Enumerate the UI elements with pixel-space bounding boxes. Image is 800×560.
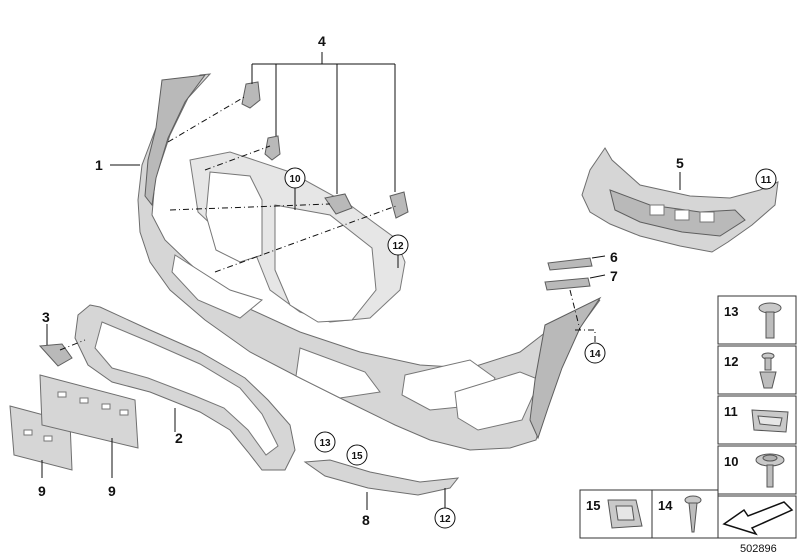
- trim-strip-8: [303, 459, 460, 496]
- self-tapping-screw-icon: [684, 495, 702, 533]
- clip-nut-icon: [607, 499, 643, 529]
- bumper-carrier: [581, 147, 779, 253]
- legend-label-10: 10: [724, 454, 738, 469]
- callout-3: 3: [42, 309, 50, 325]
- trim-strip-6: [547, 257, 593, 271]
- circled-callout-15: 15: [351, 451, 363, 462]
- circled-callout-11: 11: [761, 175, 772, 186]
- license-plate-bracket-front: [39, 374, 139, 449]
- fastener-legend: 13 12 11 10 15: [579, 295, 797, 539]
- callout-5: 5: [676, 155, 684, 171]
- leader-lines: [41, 52, 681, 510]
- callout-8: 8: [362, 512, 370, 528]
- trim-strip-7: [544, 277, 591, 291]
- callout-9-right: 9: [108, 483, 116, 499]
- callout-7: 7: [610, 268, 618, 284]
- callout-2: 2: [175, 430, 183, 446]
- front-bumper-trim-panel: [137, 73, 602, 451]
- legend-cell-14: [651, 489, 719, 539]
- callout-1: 1: [95, 157, 103, 173]
- legend-label-15: 15: [586, 498, 600, 513]
- circled-callout-14: 14: [589, 349, 601, 360]
- torx-screw-icon: [758, 302, 782, 339]
- callout-labels: 1 2 3 4 5 6 7 8 9 9: [38, 33, 684, 528]
- legend-cell-13: [717, 295, 797, 345]
- legend-cell-12: [717, 345, 797, 395]
- circled-callouts: 10 11 12 12 13 14 15: [284, 167, 777, 529]
- callout-9-left: 9: [38, 483, 46, 499]
- front-direction-arrow-icon: [722, 501, 794, 536]
- callout-4: 4: [318, 33, 326, 49]
- collar-screw-icon: [755, 453, 785, 488]
- legend-label-12: 12: [724, 354, 738, 369]
- assembly-lines: [59, 95, 596, 351]
- legend-cell-10: [717, 445, 797, 495]
- lower-spoiler: [74, 304, 296, 471]
- circled-callout-12-top: 12: [392, 241, 404, 252]
- legend-label-14: 14: [658, 498, 673, 513]
- bracket-group: [241, 81, 409, 219]
- circled-callout-12-bottom: 12: [439, 514, 451, 525]
- spring-nut-icon: [751, 409, 789, 433]
- expanding-rivet-icon: [759, 352, 777, 389]
- legend-label-11: 11: [724, 404, 738, 419]
- document-number: 502896: [740, 543, 777, 555]
- circled-callout-13: 13: [319, 438, 331, 449]
- legend-label-13: 13: [724, 304, 738, 319]
- cover-3: [38, 343, 73, 367]
- circled-callout-10: 10: [289, 174, 301, 185]
- callout-6: 6: [610, 249, 618, 265]
